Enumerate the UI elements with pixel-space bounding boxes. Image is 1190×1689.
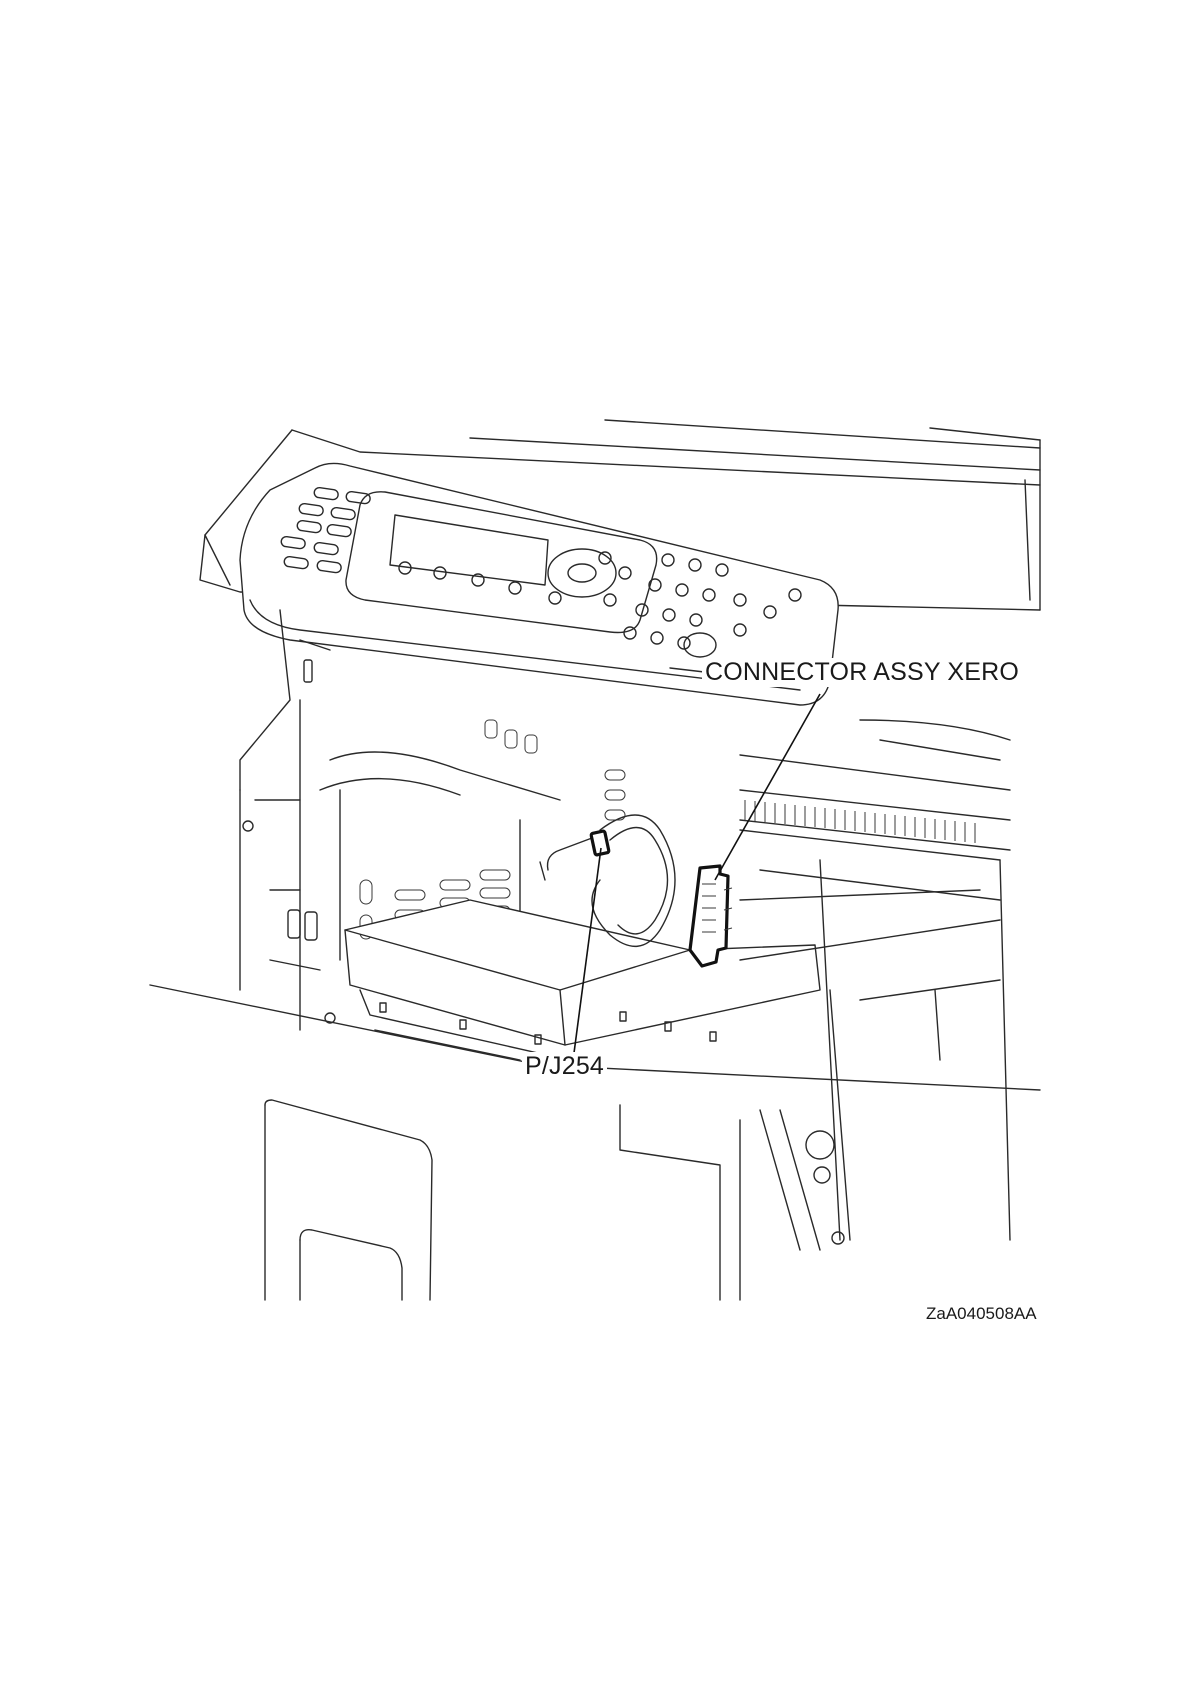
transfer-roller-area — [740, 720, 1010, 1250]
connector-assy-xero — [690, 866, 732, 966]
callout-pj254: P/J254 — [522, 1052, 607, 1081]
internal-tray — [345, 900, 820, 1060]
figure-id: ZaA040508AA — [924, 1304, 1039, 1323]
callout-connector-assy: CONNECTOR ASSY XERO — [702, 658, 1022, 687]
front-panel — [265, 1100, 740, 1300]
leader-line-connector — [715, 694, 820, 880]
